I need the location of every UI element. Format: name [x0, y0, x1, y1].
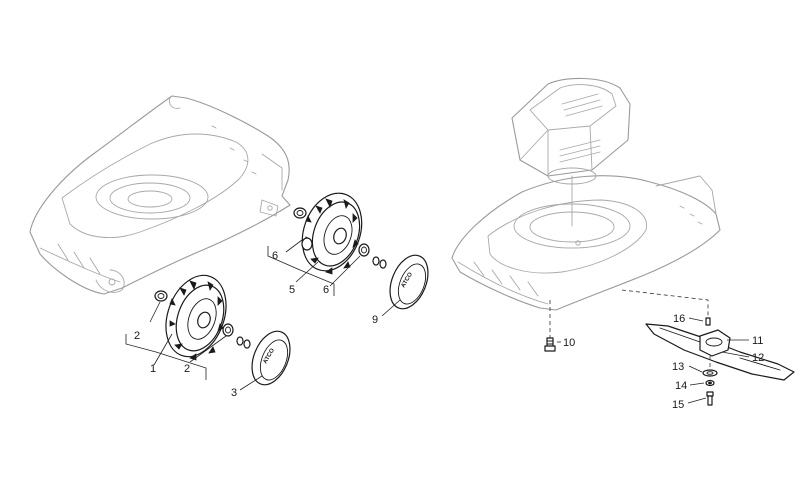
- callout-2-left: 2: [134, 330, 140, 342]
- mower-deck-left: [29, 95, 291, 295]
- hubcap-rear: ATCO: [389, 254, 429, 310]
- callout-10: 10: [563, 337, 575, 349]
- bearing-rear-outer: [358, 243, 370, 257]
- callout-11: 11: [752, 335, 763, 347]
- axle-nut-rear: [372, 256, 387, 269]
- key: [705, 317, 711, 326]
- bolt-deck: [544, 337, 556, 352]
- callouts: 2 1 2 3 6 5 6 9 10 16 11 12 13 14 15: [134, 250, 764, 411]
- bearing-front-axle: [154, 290, 168, 302]
- callout-15: 15: [672, 399, 684, 411]
- hubcap-front: ATCO: [251, 330, 291, 386]
- callout-6-left: 6: [272, 250, 278, 262]
- bearing-front-outer: [222, 323, 234, 337]
- blade-assembly: [645, 317, 795, 381]
- mower-deck-right: [451, 77, 721, 311]
- callout-16: 16: [673, 313, 685, 325]
- callout-5: 5: [289, 284, 295, 296]
- dash-axis-blade: [621, 289, 709, 318]
- callout-14: 14: [675, 380, 687, 392]
- callout-1: 1: [150, 363, 156, 375]
- blade-adaptor: [699, 329, 731, 357]
- bolt-blade: [706, 391, 714, 406]
- leaders-right: [557, 317, 750, 404]
- bearing-rear-axle: [293, 207, 307, 219]
- callout-2-right: 2: [184, 363, 190, 375]
- callout-6-right: 6: [323, 284, 329, 296]
- axle-nut-front: [236, 336, 251, 349]
- leaders-left: [125, 239, 401, 391]
- callout-12: 12: [752, 352, 764, 364]
- callout-3: 3: [231, 387, 237, 399]
- washer-13: [702, 369, 718, 377]
- callout-9: 9: [372, 314, 378, 326]
- wheel-front: [165, 274, 227, 361]
- bearing-rear-inner: [301, 237, 313, 251]
- callout-13: 13: [672, 361, 684, 373]
- wheel-rear: [301, 192, 363, 275]
